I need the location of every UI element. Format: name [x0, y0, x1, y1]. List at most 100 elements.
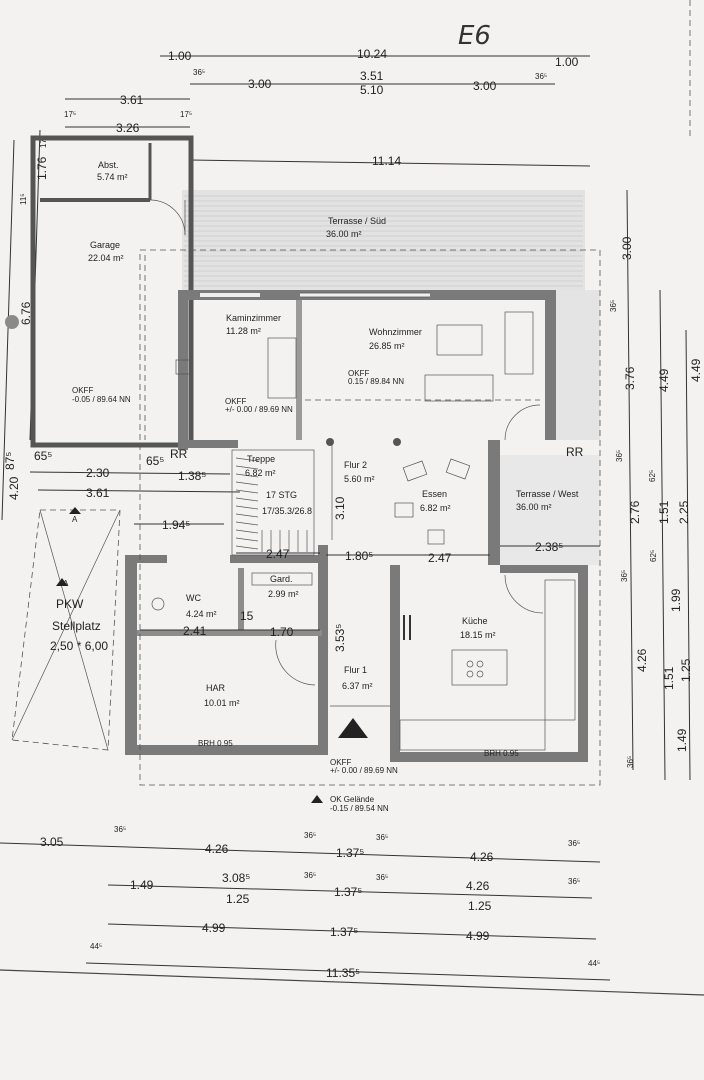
dim-bottom-20: 4.99: [466, 929, 490, 943]
dim-left-3: 11⁵: [19, 193, 28, 205]
dim-bottom-13: 1.49: [130, 878, 154, 892]
treppe-ratio: 17/35.3/26.8: [262, 506, 312, 516]
dim-inner-8: 3.53⁵: [333, 624, 347, 652]
terrasse-sued-area: 36.00 m²: [326, 229, 362, 239]
dim-bottom-1: 36⁵: [114, 825, 126, 834]
dim-right-16: 1.25: [679, 658, 693, 682]
door-swing-kueche: [504, 574, 544, 614]
kueche-area: 18.15 m²: [460, 630, 496, 640]
treppe-label: Treppe: [247, 454, 275, 464]
terrasse-west-label: Terrasse / West: [516, 489, 579, 499]
dim-top-13: 3.26: [116, 121, 140, 135]
dim-right-14: 4.26: [635, 648, 649, 672]
stair-tread: [235, 537, 259, 542]
har-label: HAR: [206, 683, 226, 693]
dim-bottom-2: 36⁵: [304, 831, 316, 840]
stair-treads: [235, 457, 308, 552]
dim-bottom-21: 44⁵: [90, 942, 102, 951]
section-mark-a2: A: [63, 579, 69, 588]
okff-wohn-label: OKFF: [348, 369, 369, 378]
dim-top-14: 11.14: [372, 154, 401, 168]
dim-top-12: 17⁵: [180, 110, 192, 119]
wardrobe: [251, 572, 313, 586]
flur1-label: Flur 1: [344, 665, 367, 675]
okff-garage-value: -0.05 / 89.64 NN: [72, 395, 131, 404]
dim-inner-2: 2.47: [266, 547, 290, 561]
wohnzimmer-label: Wohnzimmer: [369, 327, 422, 337]
essen-area: 6.82 m²: [420, 503, 451, 513]
abst-area: 5.74 m²: [97, 172, 128, 182]
kueche-label: Küche: [462, 616, 488, 626]
dim-left-12: 1.94⁵: [162, 518, 190, 532]
chair: [394, 502, 414, 518]
dim-inner-1: 3.10: [333, 496, 347, 520]
garage-area: 22.04 m²: [88, 253, 124, 263]
dim-right-17: 36⁵: [626, 756, 635, 768]
dim-top-9: 36⁵: [535, 72, 547, 81]
dim-top-6: 3.51: [360, 69, 384, 83]
dim-bottom-11: 36⁵: [376, 873, 388, 882]
essen-label: Essen: [422, 489, 447, 499]
kaminzimmer-sofa: [267, 337, 297, 399]
dim-inner-4: 2.47: [428, 551, 452, 565]
pkw-sub-label: Stellplatz: [52, 619, 101, 633]
stair-tread: [235, 521, 259, 526]
kaminzimmer-area: 11.28 m²: [226, 326, 261, 336]
okff-kamin-value: +/- 0.00 / 89.69 NN: [225, 405, 293, 414]
gard-area: 2.99 m²: [268, 589, 299, 599]
dim-left-1: 1.76: [35, 156, 49, 180]
dim-bottom-23: 44⁵: [588, 959, 600, 968]
dim-left-5: 87⁵: [3, 452, 17, 470]
dim-left-4: 6.76: [19, 301, 33, 325]
stair-number: 15: [240, 609, 254, 623]
treppe-steps: 17 STG: [266, 490, 297, 500]
right-dimensions: 3.00 36⁵ 3.76 4.49 4.49 36⁵ 62⁵ 2.76 1.5…: [609, 189, 703, 781]
dim-bottom-7: 1.37⁵: [336, 846, 364, 860]
pkw-size: 2,50 * 6,00: [50, 639, 108, 653]
dim-top-3: 1.00: [555, 55, 579, 69]
stair-tread: [235, 497, 259, 502]
okff-kamin-label: OKFF: [225, 397, 246, 406]
level-marker-icon: [311, 795, 323, 803]
dim-right-15: 1.51: [662, 666, 676, 690]
dim-top-11: 17⁵: [64, 110, 76, 119]
dim-inner-3: 1.80⁵: [345, 549, 373, 563]
dim-right-13: 1.99: [669, 588, 683, 612]
dim-top-2: 10.24: [357, 47, 387, 61]
top-dimensions: 1.00 10.24 1.00 36⁵ 3.00 3.51 5.10 3.00 …: [64, 47, 591, 168]
wohnzimmer-couch: [424, 374, 494, 402]
terrace-east-hatch: [555, 290, 600, 440]
dim-right-9: 1.51: [657, 500, 671, 524]
ok-gelaende-label: OK Gelände: [330, 795, 375, 804]
flur1-area: 6.37 m²: [342, 681, 373, 691]
chair: [402, 460, 428, 482]
dim-inner-7: 1.70: [270, 625, 294, 639]
stair-tread: [235, 489, 259, 494]
parking-space: [11, 507, 121, 751]
dim-right-5: 4.49: [689, 358, 703, 382]
dim-left-2: 17⁵: [39, 136, 48, 148]
kaminzimmer-label: Kaminzimmer: [226, 313, 281, 323]
dim-right-8: 2.76: [628, 500, 642, 524]
stair-tread: [235, 457, 259, 462]
dim-right-11: 62⁵: [649, 550, 658, 562]
dim-top-10: 3.61: [120, 93, 144, 107]
okff-garage-label: OKFF: [72, 386, 93, 395]
toilet: [151, 597, 165, 611]
kitchen-island: [451, 649, 508, 686]
dim-top-4: 36⁵: [193, 68, 205, 77]
wohnzimmer-sofa: [504, 311, 534, 375]
dim-right-4: 4.49: [657, 368, 671, 392]
kitchen-counter-bottom: [399, 719, 546, 751]
terrace-west-hatch: [500, 455, 600, 565]
dim-right-2: 36⁵: [609, 300, 618, 312]
dim-bottom-8: 4.26: [470, 850, 494, 864]
dim-bottom-16: 4.26: [466, 879, 490, 893]
entrance-arrow-icon: [338, 718, 368, 738]
paper-fold-line: [0, 969, 704, 996]
stove-burner: [476, 670, 484, 678]
stair-tread: [235, 545, 259, 550]
bottom-dimensions: 36⁵ 36⁵ 36⁵ 36⁵ 3.05 4.26 1.37⁵ 4.26 3.0…: [0, 825, 611, 981]
wc-label: WC: [186, 593, 201, 603]
